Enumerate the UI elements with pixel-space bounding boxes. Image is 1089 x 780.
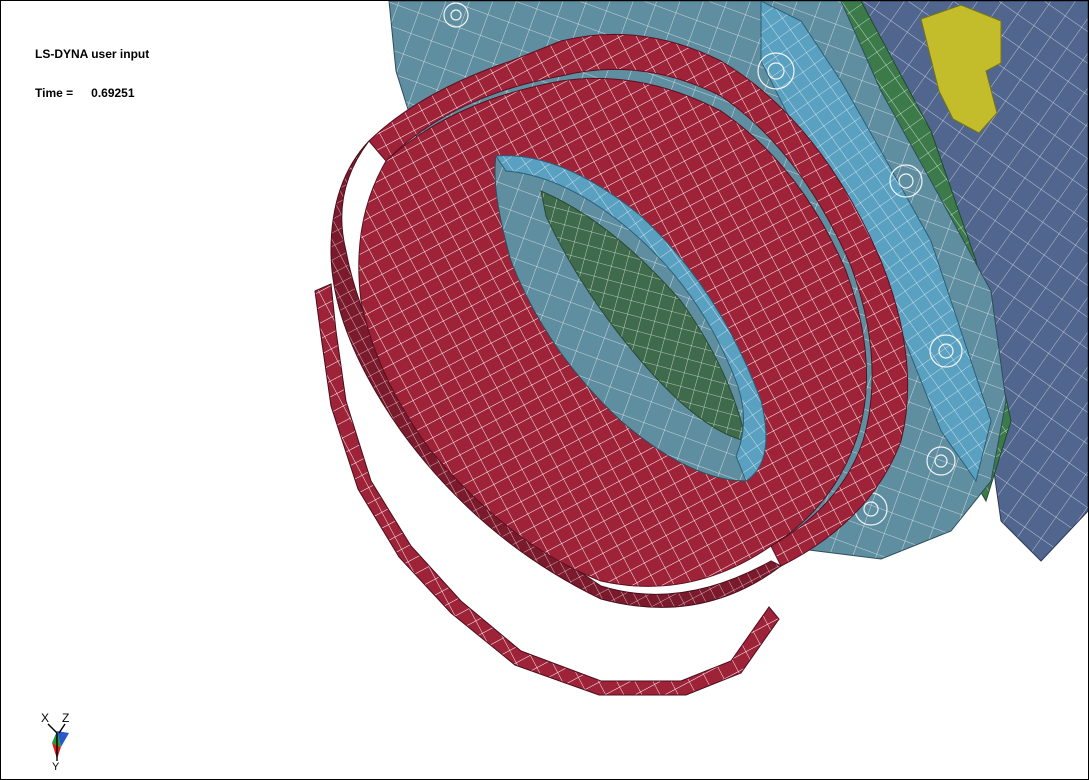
opening-blue-edge bbox=[495, 155, 767, 482]
hud-time-row: Time = 0.69251 bbox=[35, 87, 149, 100]
triad-x-axis-icon bbox=[47, 723, 58, 734]
triad-x-label: X bbox=[41, 711, 49, 725]
time-value: 0.69251 bbox=[91, 86, 135, 100]
yellow-block bbox=[920, 4, 1002, 134]
triad-z-axis-icon bbox=[58, 723, 66, 734]
time-label: Time = bbox=[35, 86, 74, 100]
hud-overlay: LS-DYNA user input Time = 0.69251 bbox=[35, 22, 149, 126]
hud-title: LS-DYNA user input bbox=[35, 47, 150, 61]
axis-triad: X Z Y bbox=[41, 711, 69, 771]
triad-y-label: Y bbox=[52, 761, 60, 771]
broken-red-segment bbox=[314, 283, 780, 696]
triad-z-label: Z bbox=[62, 711, 69, 725]
